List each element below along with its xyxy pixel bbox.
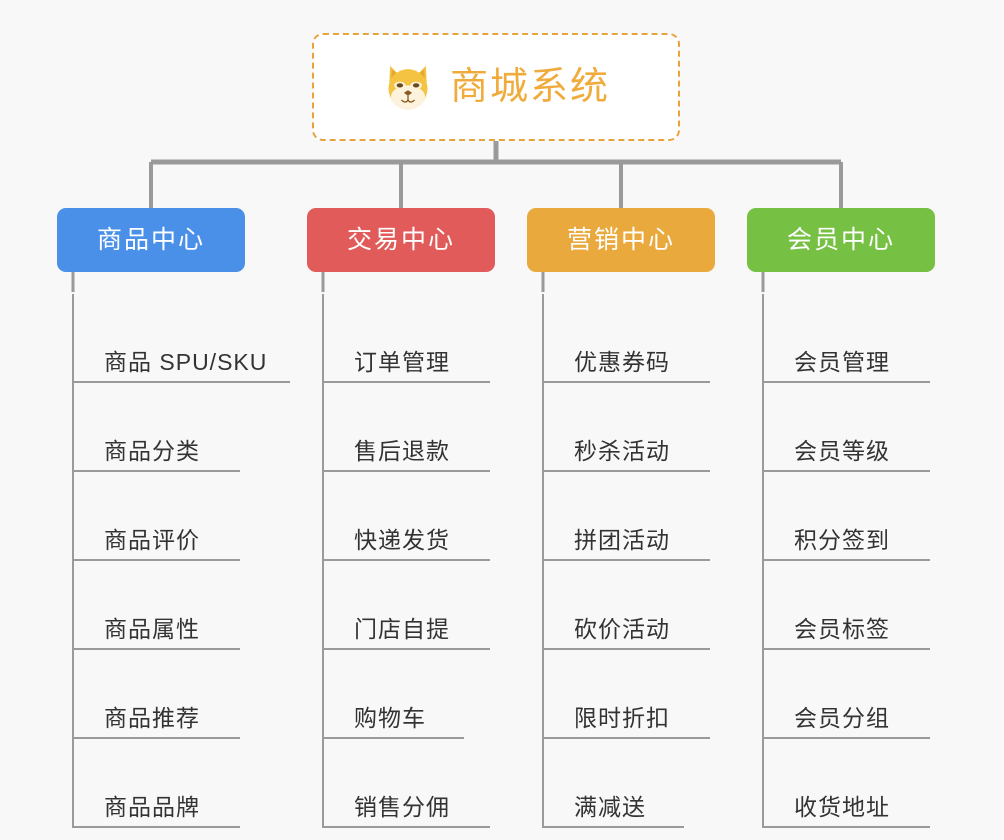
leaf-item[interactable]: 商品 SPU/SKU — [74, 294, 290, 383]
leaf-item-label: 购物车 — [354, 704, 426, 731]
leaf-item-label: 门店自提 — [354, 615, 450, 642]
leaf-item[interactable]: 限时折扣 — [544, 650, 715, 739]
leaf-item-label: 秒杀活动 — [574, 437, 670, 464]
leaf-item[interactable]: 商品品牌 — [74, 739, 245, 828]
leaf-item[interactable]: 售后退款 — [324, 383, 495, 472]
leaf-item-label: 限时折扣 — [574, 704, 670, 731]
leaf-item-label: 收货地址 — [794, 793, 890, 820]
leaf-item[interactable]: 商品评价 — [74, 472, 245, 561]
root-node[interactable]: 商城系统 — [312, 33, 680, 141]
leaf-item-label: 拼团活动 — [574, 526, 670, 553]
leaf-item-list: 订单管理售后退款快递发货门店自提购物车销售分佣 — [322, 294, 495, 828]
leaf-item-label: 积分签到 — [794, 526, 890, 553]
category-column: 会员中心会员管理会员等级积分签到会员标签会员分组收货地址 — [747, 208, 935, 828]
leaf-item-label: 商品分类 — [104, 437, 200, 464]
leaf-item[interactable]: 购物车 — [324, 650, 495, 739]
category-column: 交易中心订单管理售后退款快递发货门店自提购物车销售分佣 — [307, 208, 495, 828]
leaf-item-label: 砍价活动 — [574, 615, 670, 642]
leaf-item-label: 优惠券码 — [574, 348, 670, 375]
leaf-item[interactable]: 销售分佣 — [324, 739, 495, 828]
root-title: 商城系统 — [449, 66, 610, 108]
leaf-item-label: 商品 SPU/SKU — [104, 348, 268, 375]
leaf-item-label: 商品属性 — [104, 615, 200, 642]
leaf-item-list: 商品 SPU/SKU 商品分类商品评价商品属性商品推荐商品品牌 — [72, 294, 290, 828]
category-header[interactable]: 会员中心 — [747, 208, 935, 272]
leaf-item[interactable]: 会员分组 — [764, 650, 935, 739]
leaf-item[interactable]: 优惠券码 — [544, 294, 715, 383]
leaf-item[interactable]: 会员标签 — [764, 561, 935, 650]
leaf-item-label: 商品评价 — [104, 526, 200, 553]
leaf-item[interactable]: 拼团活动 — [544, 472, 715, 561]
leaf-item[interactable]: 积分签到 — [764, 472, 935, 561]
leaf-item[interactable]: 快递发货 — [324, 472, 495, 561]
leaf-item[interactable]: 收货地址 — [764, 739, 935, 828]
leaf-item-list: 会员管理会员等级积分签到会员标签会员分组收货地址 — [762, 294, 935, 828]
category-header[interactable]: 商品中心 — [57, 208, 245, 272]
leaf-item-label: 销售分佣 — [354, 793, 450, 820]
leaf-item-label: 商品品牌 — [104, 793, 200, 820]
leaf-item[interactable]: 秒杀活动 — [544, 383, 715, 472]
leaf-item-label: 商品推荐 — [104, 704, 200, 731]
leaf-item-label: 会员分组 — [794, 704, 890, 731]
leaf-item[interactable]: 会员等级 — [764, 383, 935, 472]
dog-face-icon — [388, 65, 428, 110]
leaf-item[interactable]: 门店自提 — [324, 561, 495, 650]
category-column: 商品中心商品 SPU/SKU 商品分类商品评价商品属性商品推荐商品品牌 — [57, 208, 290, 828]
leaf-item-label: 快递发货 — [354, 526, 450, 553]
leaf-item-label: 会员等级 — [794, 437, 890, 464]
leaf-item[interactable]: 会员管理 — [764, 294, 935, 383]
leaf-item[interactable]: 商品分类 — [74, 383, 245, 472]
leaf-item-list: 优惠券码秒杀活动拼团活动砍价活动限时折扣满减送 — [542, 294, 715, 828]
leaf-item[interactable]: 商品推荐 — [74, 650, 245, 739]
leaf-item-label: 会员管理 — [794, 348, 890, 375]
leaf-item-label: 售后退款 — [354, 437, 450, 464]
leaf-item[interactable]: 砍价活动 — [544, 561, 715, 650]
leaf-item[interactable]: 订单管理 — [324, 294, 495, 383]
category-header[interactable]: 营销中心 — [527, 208, 715, 272]
category-column: 营销中心优惠券码秒杀活动拼团活动砍价活动限时折扣满减送 — [527, 208, 715, 828]
leaf-item-label: 满减送 — [574, 793, 646, 820]
leaf-item[interactable]: 满减送 — [544, 739, 715, 828]
leaf-item-label: 会员标签 — [794, 615, 890, 642]
leaf-item[interactable]: 商品属性 — [74, 561, 245, 650]
category-header[interactable]: 交易中心 — [307, 208, 495, 272]
leaf-item-label: 订单管理 — [354, 348, 450, 375]
